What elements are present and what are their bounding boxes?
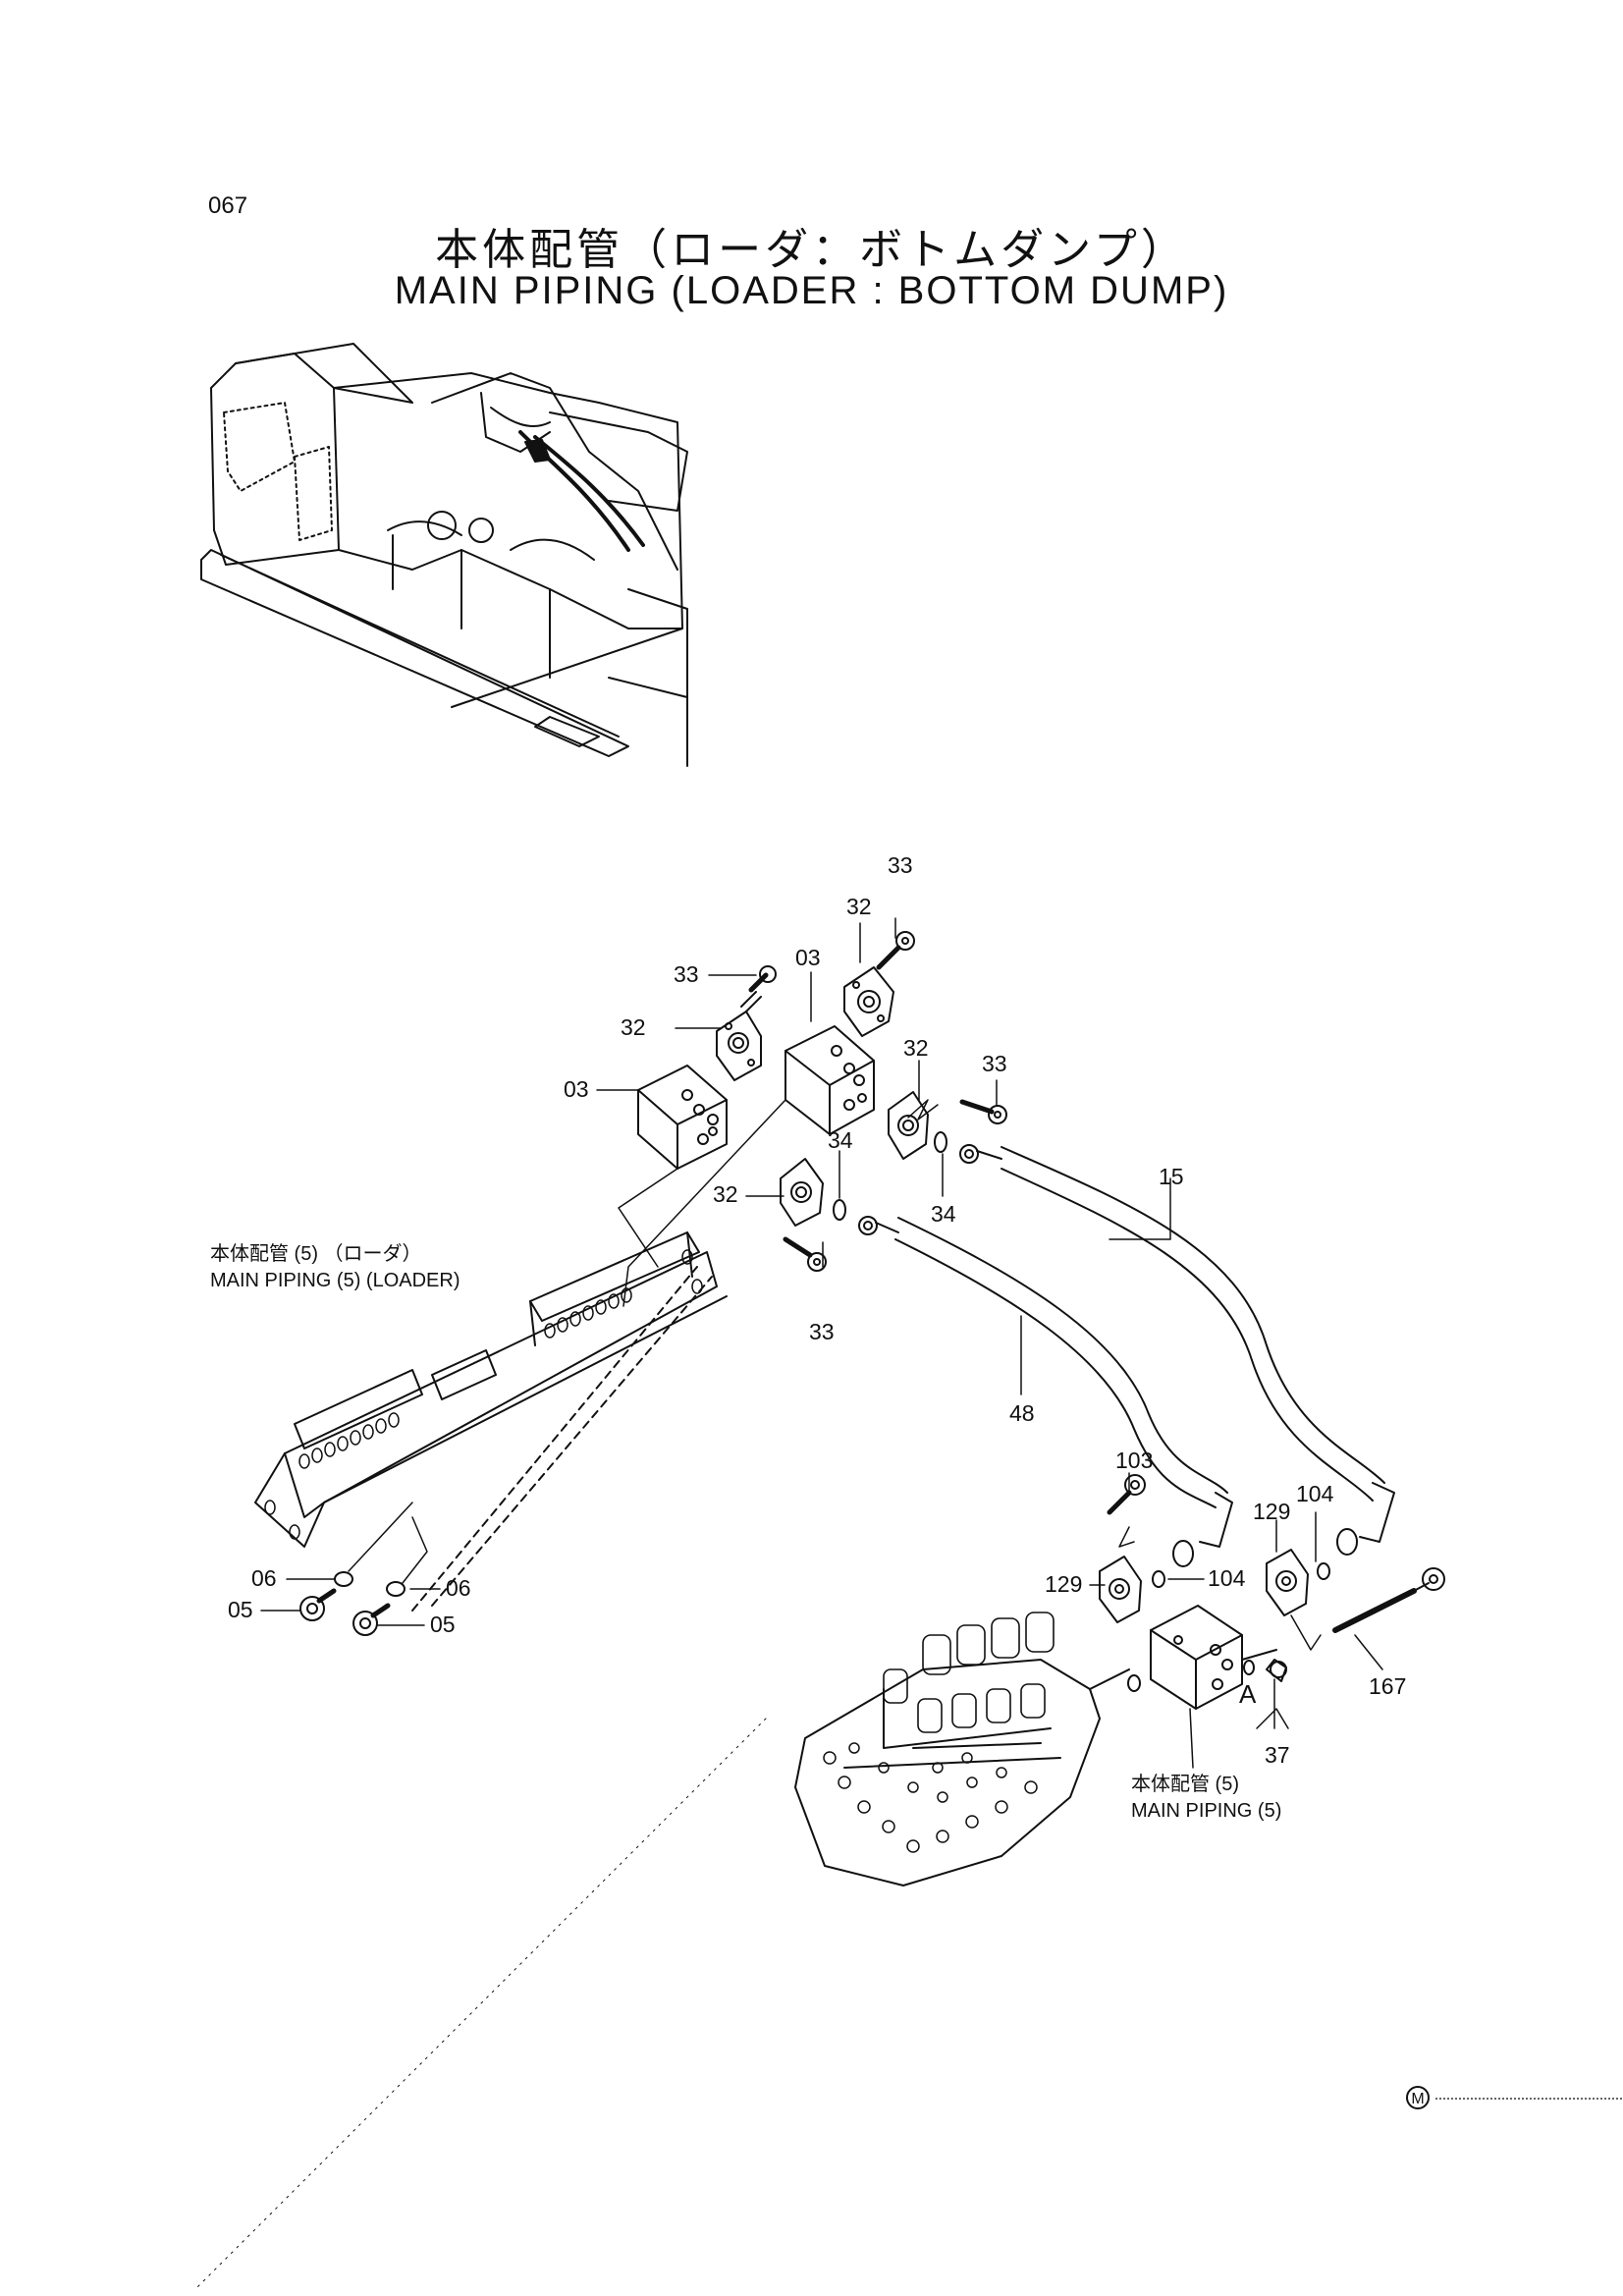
flange-32-lower-left: [781, 1159, 823, 1226]
label-05: 05: [228, 1597, 253, 1622]
label-34: 34: [931, 1201, 956, 1227]
label-32: 32: [903, 1035, 929, 1061]
label-15: 15: [1159, 1164, 1184, 1189]
flange-129-right: [1267, 1550, 1308, 1615]
footer-m-mark: M: [1406, 2086, 1430, 2109]
reference-loader-jp: 本体配管 (5) （ローダ）: [210, 1243, 422, 1265]
bolt-103: [1109, 1475, 1145, 1512]
block-main-piping-5: [1151, 1606, 1276, 1709]
excavator-overview-illustration: [201, 344, 687, 766]
label-33: 33: [674, 961, 699, 987]
title-japanese: 本体配管（ローダ：ボトムダンプ）: [435, 226, 1188, 274]
plug-37: [1267, 1660, 1286, 1681]
label-33: 33: [888, 852, 913, 878]
bolt-33-right: [962, 1102, 1006, 1123]
flange-32-top-right: [844, 967, 893, 1036]
bolt-167: [1335, 1568, 1444, 1630]
o-ring-104-left: [1153, 1571, 1164, 1587]
o-ring-104-right: [1318, 1563, 1329, 1579]
washer-06-right: [387, 1582, 405, 1596]
label-167: 167: [1369, 1673, 1407, 1699]
reference-main-piping: 本体配管 (5) MAIN PIPING (5): [1131, 1772, 1281, 1825]
o-ring-34-left: [834, 1200, 845, 1220]
block-03-left: [638, 1066, 727, 1169]
reference-loader-en: MAIN PIPING (5) (LOADER): [210, 1270, 460, 1291]
label-129: 129: [1253, 1499, 1291, 1524]
flange-32-top-left: [717, 1011, 761, 1080]
label-A: A: [1239, 1679, 1257, 1709]
bolt-33-top-right: [879, 932, 914, 967]
reference-main-en: MAIN PIPING (5): [1131, 1800, 1282, 1822]
label-32: 32: [713, 1181, 738, 1207]
flange-32-mid-right: [889, 1092, 928, 1159]
bolt-05-right: [353, 1606, 388, 1635]
label-05: 05: [430, 1612, 456, 1637]
footer-leader-line: [1435, 2098, 1622, 2100]
reference-loader-piping: 本体配管 (5) （ローダ） MAIN PIPING (5) (LOADER): [210, 1241, 460, 1294]
label-06: 06: [446, 1575, 471, 1601]
hose-15: [960, 1145, 1394, 1555]
o-ring-block: [1128, 1675, 1140, 1691]
hose-48: [859, 1217, 1232, 1566]
flange-129-left: [1100, 1557, 1141, 1622]
title-english: MAIN PIPING (LOADER : BOTTOM DUMP): [394, 269, 1229, 312]
label-48: 48: [1009, 1400, 1035, 1426]
page-number: 067: [208, 192, 248, 219]
label-32: 32: [621, 1014, 646, 1040]
bolt-05-left: [300, 1591, 334, 1620]
control-valve-assembly: [795, 1613, 1129, 1886]
label-03: 03: [795, 945, 821, 970]
label-104: 104: [1296, 1481, 1334, 1506]
label-33: 33: [809, 1319, 835, 1344]
label-03: 03: [564, 1076, 589, 1102]
label-32: 32: [846, 894, 872, 919]
label-33: 33: [982, 1051, 1007, 1076]
label-103: 103: [1115, 1448, 1154, 1473]
label-06: 06: [251, 1565, 277, 1591]
loader-piping-bracket: [255, 1232, 727, 1611]
bolt-33-top-left: [741, 966, 776, 1011]
label-34: 34: [828, 1127, 853, 1153]
label-129: 129: [1045, 1571, 1083, 1597]
reference-main-jp: 本体配管 (5): [1131, 1774, 1239, 1795]
bolt-33-lower: [785, 1239, 826, 1271]
label-37: 37: [1265, 1742, 1290, 1768]
label-104: 104: [1208, 1565, 1246, 1591]
washer-06-left: [335, 1572, 352, 1586]
o-ring-34-right: [935, 1132, 947, 1152]
block-03-right: [785, 1026, 874, 1134]
